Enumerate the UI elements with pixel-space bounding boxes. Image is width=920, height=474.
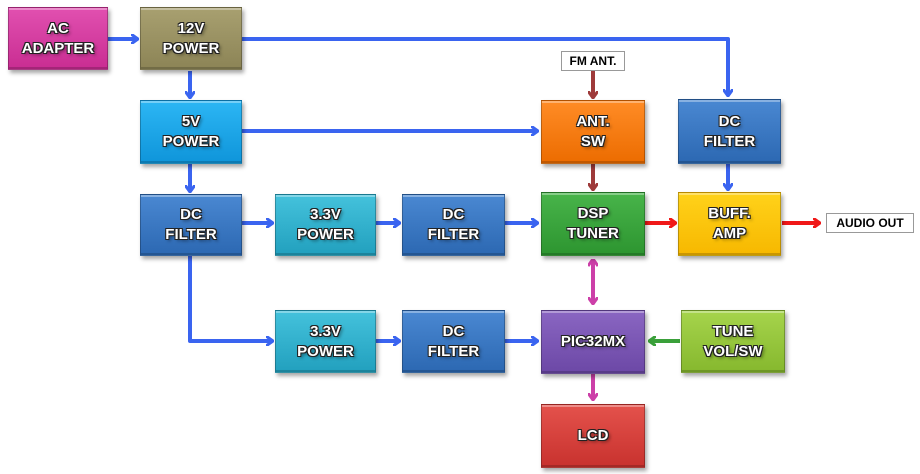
block-label: 3.3V xyxy=(310,206,341,223)
block-label: VOL/SW xyxy=(703,342,763,360)
block-label: BUFF. xyxy=(708,205,751,222)
buff-amp-block: BUFF. AMP xyxy=(678,192,781,256)
dsp-tuner-block: DSP TUNER xyxy=(541,192,645,256)
lcd-block: LCD xyxy=(541,404,645,468)
block-label: ANT. xyxy=(576,113,610,130)
ac-adapter-block: AC ADAPTER xyxy=(8,7,108,70)
block-label: TUNER xyxy=(567,225,619,242)
block-label: POWER xyxy=(297,226,354,243)
block-label: DC xyxy=(442,206,465,223)
block-label: POWER xyxy=(297,342,354,360)
audio-out-label: AUDIO OUT xyxy=(826,213,914,233)
audio-out-text: AUDIO OUT xyxy=(836,216,904,230)
block-label: AMP xyxy=(712,225,747,242)
block-label: TUNE xyxy=(712,322,754,340)
wire-12v-to-dcfilter-audio xyxy=(242,37,728,96)
dc-filter-a-block: DC FILTER xyxy=(402,194,505,256)
block-label: LCD xyxy=(577,427,609,444)
block-label: DC xyxy=(718,112,741,130)
block-label: SW xyxy=(580,133,606,150)
power-33v-b-block: 3.3V POWER xyxy=(275,310,376,373)
pic32mx-block: PIC32MX xyxy=(541,310,645,374)
dc-filter-audio-block: DC FILTER xyxy=(678,99,781,164)
fm-antenna-text: FM ANT. xyxy=(569,54,617,68)
block-label: PIC32MX xyxy=(560,333,626,350)
block-label: DC xyxy=(442,322,465,340)
block-label: 12V xyxy=(177,19,205,37)
ant-sw-block: ANT. SW xyxy=(541,100,645,164)
power-12v-block: 12V POWER xyxy=(140,7,242,70)
block-label: FILTER xyxy=(427,342,480,360)
fm-antenna-label: FM ANT. xyxy=(561,51,625,71)
block-label: FILTER xyxy=(165,226,217,243)
block-label: FILTER xyxy=(427,226,480,243)
block-label: DC xyxy=(180,206,202,223)
dc-filter-main-block: DC FILTER xyxy=(140,194,242,256)
block-label: POWER xyxy=(162,133,220,150)
tune-vol-sw-block: TUNE VOL/SW xyxy=(681,310,785,373)
block-label: ADAPTER xyxy=(21,39,95,57)
power-5v-block: 5V POWER xyxy=(140,100,242,164)
block-label: POWER xyxy=(162,39,220,57)
power-33v-a-block: 3.3V POWER xyxy=(275,194,376,256)
dc-filter-b-block: DC FILTER xyxy=(402,310,505,373)
block-label: 3.3V xyxy=(310,322,341,340)
block-label: AC xyxy=(47,19,69,37)
block-label: 5V xyxy=(181,113,201,130)
wire-dcfilter-to-33vb xyxy=(188,255,273,341)
block-label: DSP xyxy=(577,205,609,222)
block-label: FILTER xyxy=(703,132,756,150)
